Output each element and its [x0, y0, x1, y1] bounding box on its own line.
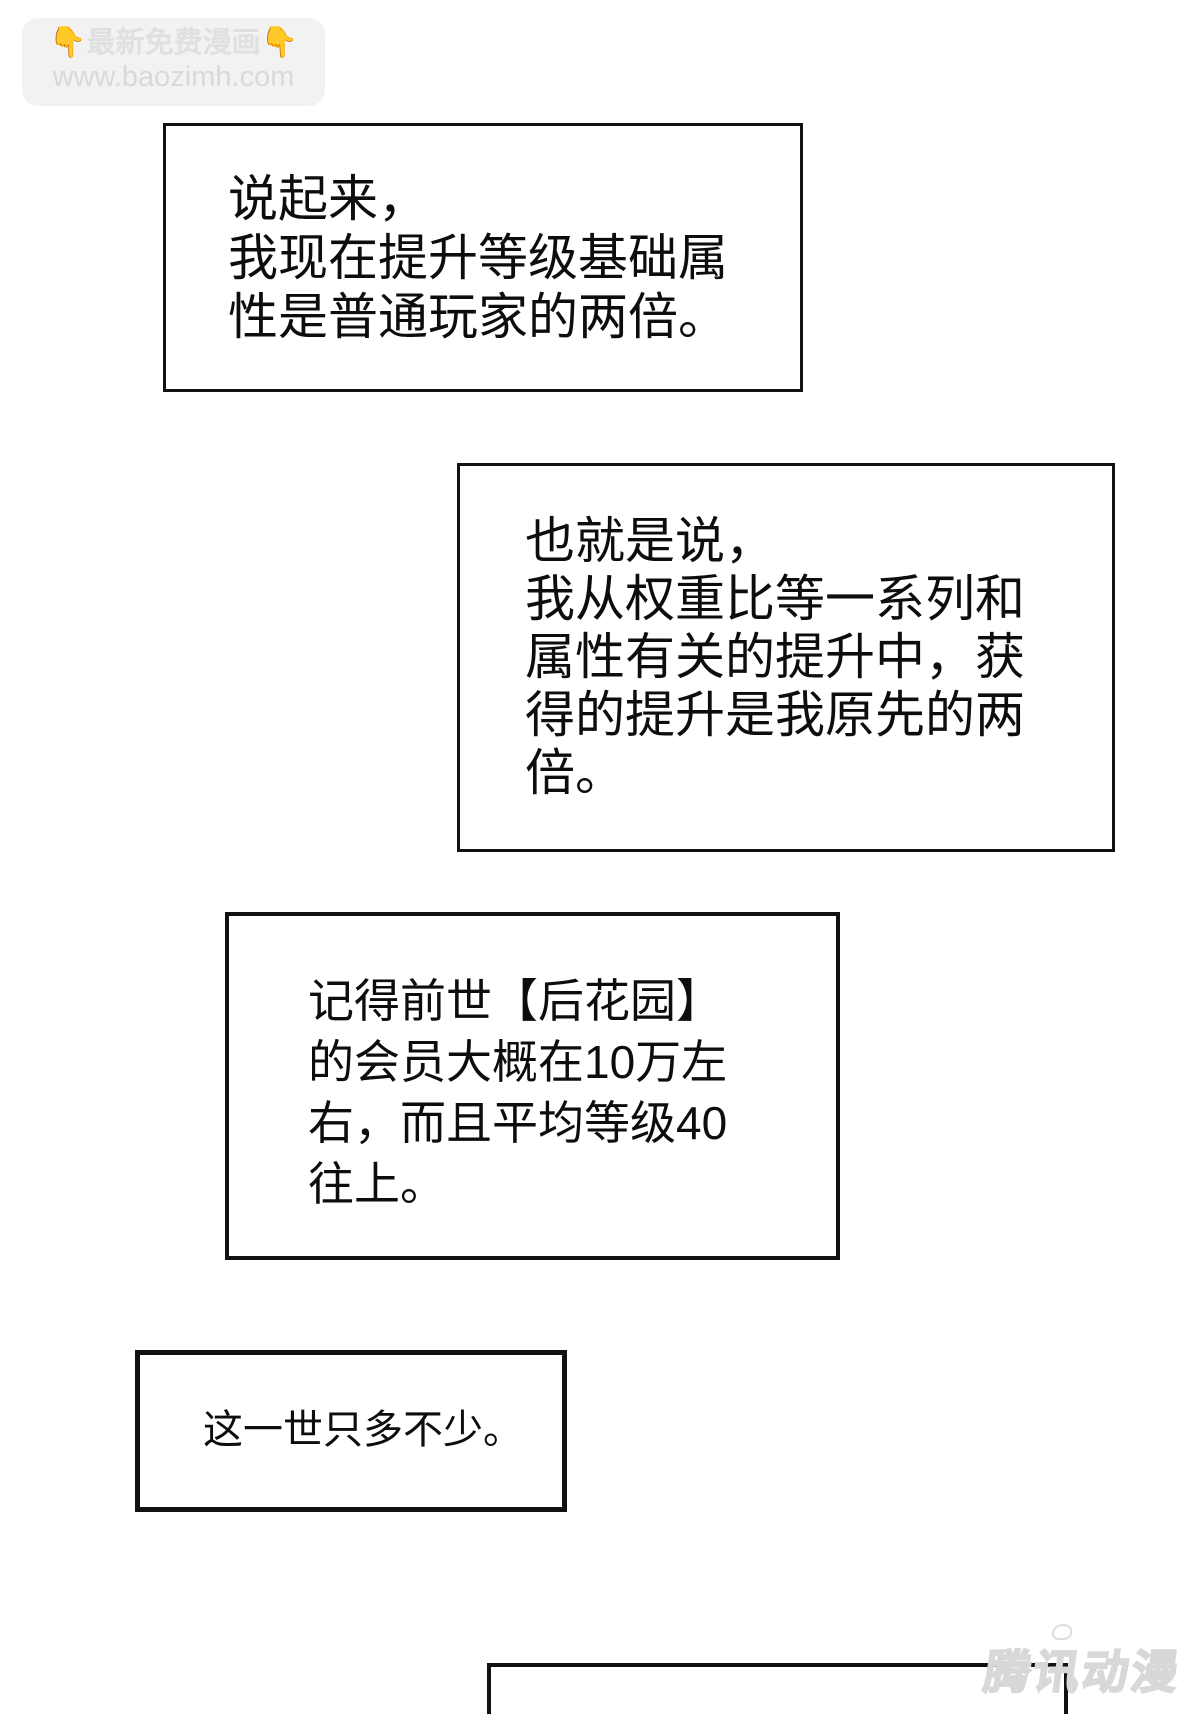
text-line: 记得前世【后花园】: [308, 975, 722, 1027]
site-watermark-title: 👇最新免费漫画👇: [22, 26, 325, 60]
monologue-box-2: 也就是说， 我从权重比等一系列和 属性有关的提升中，获 得的提升是我原先的两 倍…: [457, 463, 1115, 852]
penguin-crest-icon: [1051, 1624, 1074, 1640]
monologue-text: 记得前世【后花园】 的会员大概在10万左 右，而且平均等级40 往上。: [229, 916, 836, 1215]
text-line: 这一世只多不少。: [203, 1408, 523, 1452]
text-line: 得的提升是我原先的两: [525, 687, 1025, 743]
text-line: 倍。: [525, 745, 625, 801]
site-watermark-url: www.baozimh.com: [52, 61, 295, 93]
monologue-box-4: 这一世只多不少。: [135, 1350, 567, 1512]
text-line: 往上。: [308, 1158, 446, 1210]
pointing-down-icon: 👇: [260, 26, 298, 59]
text-line: 性是普通玩家的两倍。: [228, 289, 728, 345]
site-watermark: 👇最新免费漫画👇 www.baozimh.com: [22, 18, 325, 106]
site-watermark-label: 最新免费漫画: [86, 27, 261, 59]
monologue-text: 也就是说， 我从权重比等一系列和 属性有关的提升中，获 得的提升是我原先的两 倍…: [460, 466, 1112, 802]
text-line: 右，而且平均等级40: [308, 1097, 728, 1149]
publisher-logo-text: 腾讯动漫: [980, 1645, 1185, 1699]
pointing-down-icon: 👇: [49, 26, 87, 59]
text-line: 说起来，: [228, 171, 428, 227]
monologue-text: 说起来， 我现在提升等级基础属 性是普通玩家的两倍。: [166, 126, 800, 347]
monologue-box-5-partial: [487, 1663, 1068, 1714]
monologue-text: 这一世只多不少。: [140, 1355, 562, 1453]
text-line: 属性有关的提升中，获: [525, 629, 1025, 685]
publisher-watermark: 腾讯动漫: [980, 1624, 1185, 1702]
monologue-box-1: 说起来， 我现在提升等级基础属 性是普通玩家的两倍。: [163, 123, 803, 392]
text-line: 我现在提升等级基础属: [228, 230, 728, 286]
text-line: 我从权重比等一系列和: [525, 571, 1025, 627]
text-line: 的会员大概在10万左: [308, 1036, 728, 1088]
text-line: 也就是说，: [525, 513, 775, 569]
monologue-box-3: 记得前世【后花园】 的会员大概在10万左 右，而且平均等级40 往上。: [225, 912, 840, 1260]
